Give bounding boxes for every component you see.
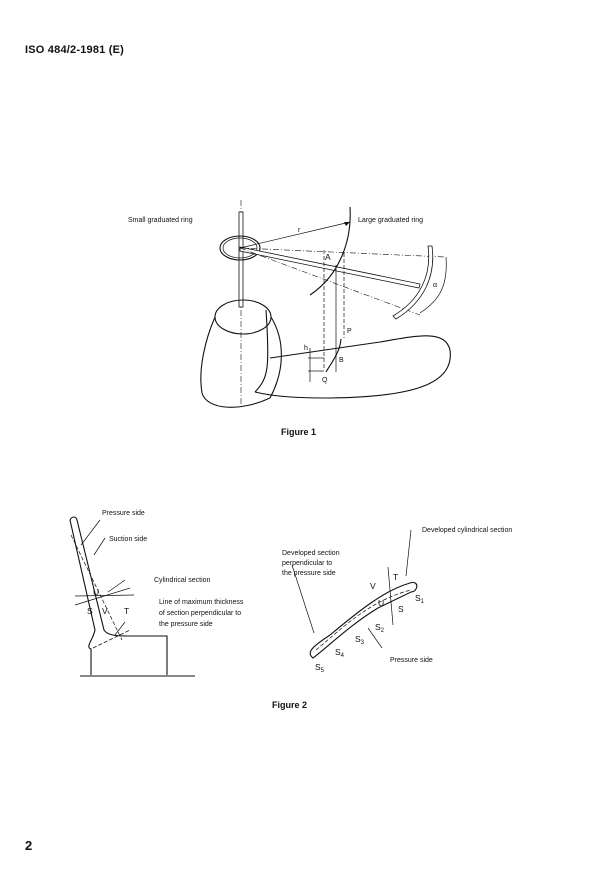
f2-max-thickness-line3: the pressure side bbox=[159, 621, 213, 628]
figure-2-caption: Figure 2 bbox=[272, 700, 308, 710]
label-h: h bbox=[304, 345, 308, 352]
f2-developed-perp-line1: Developed section bbox=[282, 550, 340, 557]
f2-suction-side-label: Suction side bbox=[109, 536, 147, 543]
label-p: P bbox=[347, 328, 352, 335]
f2-right-s: S bbox=[398, 604, 404, 614]
document-header: ISO 484/2-1981 (E) bbox=[25, 44, 124, 56]
f2-right-s2: S2 bbox=[375, 622, 385, 634]
f2-pressure-side-label: Pressure side bbox=[102, 510, 145, 517]
page-number: 2 bbox=[25, 838, 33, 853]
large-arc bbox=[309, 206, 351, 296]
f2-developed-perp-line2: perpendicular to bbox=[282, 560, 332, 567]
f2-left-v: V bbox=[102, 606, 108, 616]
f2-max-thickness-line1: Line of maximum thickness bbox=[159, 599, 244, 606]
f2-left-u: U bbox=[93, 587, 99, 597]
small-ring bbox=[219, 235, 261, 261]
label-a: A bbox=[325, 252, 331, 262]
small-ring-label: Small graduated ring bbox=[128, 217, 193, 224]
f2-right-pressure-side-label: Pressure side bbox=[390, 657, 433, 664]
f2-right-v: V bbox=[370, 581, 376, 591]
figure-1-caption: Figure 1 bbox=[281, 427, 317, 437]
f2-right-t: T bbox=[393, 572, 398, 582]
large-graduated-ring bbox=[392, 245, 434, 320]
arm bbox=[239, 246, 421, 289]
f2-right-u: U bbox=[378, 598, 384, 608]
f2-developed-cylindrical-label: Developed cylindrical section bbox=[422, 527, 512, 534]
label-b: B bbox=[339, 357, 344, 364]
label-alpha: α bbox=[433, 282, 437, 289]
large-ring-label: Large graduated ring bbox=[358, 217, 423, 224]
f2-right-s4: S4 bbox=[335, 647, 345, 659]
f2-cylindrical-section-label: Cylindrical section bbox=[154, 577, 211, 584]
f2-left-s: S bbox=[87, 606, 93, 616]
f2-left-t: T bbox=[124, 606, 129, 616]
f2-right-s3: S3 bbox=[355, 634, 365, 646]
f2-developed-perp-line3: the pressure side bbox=[282, 570, 336, 577]
f2-right-s1: S1 bbox=[415, 593, 425, 605]
f2-right-s5: S5 bbox=[315, 662, 325, 674]
label-r: r bbox=[298, 227, 301, 234]
f2-max-thickness-line2: of section perpendicular to bbox=[159, 610, 241, 617]
label-q: Q bbox=[322, 377, 328, 384]
